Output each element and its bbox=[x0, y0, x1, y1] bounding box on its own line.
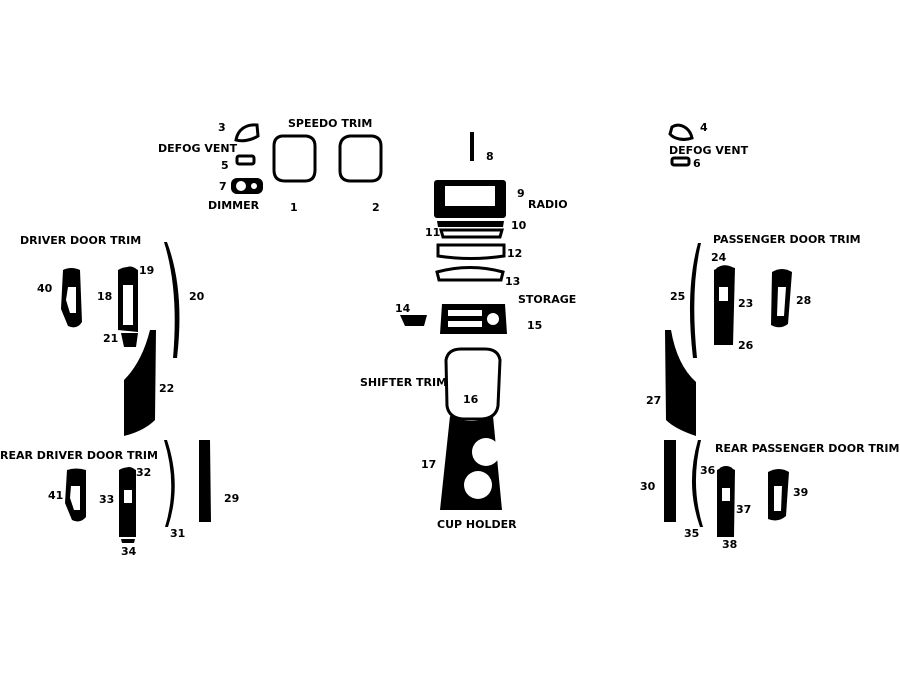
num-2: 2 bbox=[372, 201, 380, 214]
part-2-speedo-trim-right bbox=[338, 134, 383, 183]
part-35-rear-door-strip bbox=[691, 440, 703, 527]
part-31-rear-door-strip bbox=[164, 440, 175, 527]
num-15: 15 bbox=[527, 319, 542, 332]
part-27-door-panel bbox=[665, 330, 696, 436]
num-8: 8 bbox=[486, 150, 494, 163]
num-6: 6 bbox=[693, 157, 701, 170]
num-19: 19 bbox=[139, 264, 154, 277]
num-29: 29 bbox=[224, 492, 239, 505]
part-21-lower-handle bbox=[121, 333, 138, 347]
num-36: 36 bbox=[700, 464, 716, 477]
label-dimmer: DIMMER bbox=[208, 199, 260, 212]
part-1-speedo-trim-left bbox=[272, 134, 317, 183]
part-37-rear-handle-trim bbox=[717, 467, 735, 537]
part-17-cup-holder-trim bbox=[440, 416, 502, 510]
part-36-rear-handle-accent bbox=[719, 466, 733, 470]
num-13: 13 bbox=[505, 275, 520, 288]
num-41: 41 bbox=[48, 489, 63, 502]
label-passenger-door-trim: PASSENGER DOOR TRIM bbox=[713, 233, 861, 246]
num-17: 17 bbox=[421, 458, 436, 471]
part-8-center-strip bbox=[470, 132, 474, 161]
label-shifter-trim: SHIFTER TRIM bbox=[360, 376, 447, 389]
part-15-storage-bezel bbox=[440, 304, 507, 334]
part-6-vent-piece bbox=[670, 156, 691, 167]
part-7-dimmer bbox=[231, 178, 263, 194]
part-9-radio-bezel bbox=[434, 180, 506, 218]
part-33-rear-handle-trim bbox=[119, 467, 136, 537]
part-16-shifter-trim bbox=[444, 347, 502, 421]
num-40: 40 bbox=[37, 282, 53, 295]
num-3: 3 bbox=[218, 121, 226, 134]
num-37: 37 bbox=[736, 503, 751, 516]
num-23: 23 bbox=[738, 297, 753, 310]
part-23-door-handle-trim bbox=[714, 266, 735, 345]
part-22-door-panel bbox=[124, 330, 156, 436]
num-11: 11 bbox=[425, 226, 440, 239]
part-39-rear-switch-trim bbox=[768, 469, 789, 521]
num-33: 33 bbox=[99, 493, 114, 506]
num-28: 28 bbox=[796, 294, 811, 307]
num-18: 18 bbox=[97, 290, 112, 303]
num-12: 12 bbox=[507, 247, 522, 260]
label-driver-door-trim: DRIVER DOOR TRIM bbox=[20, 234, 141, 247]
num-35: 35 bbox=[684, 527, 699, 540]
num-20: 20 bbox=[189, 290, 205, 303]
part-25-door-strip bbox=[689, 243, 701, 358]
part-12-climate-bezel bbox=[436, 243, 506, 260]
label-rear-passenger-door-trim: REAR PASSENGER DOOR TRIM bbox=[715, 442, 899, 455]
part-30-rear-door-panel bbox=[664, 440, 676, 522]
num-14: 14 bbox=[395, 302, 411, 315]
part-28-window-switch-trim bbox=[771, 269, 792, 328]
label-defog-vent-right: DEFOG VENT bbox=[669, 144, 749, 157]
num-25: 25 bbox=[670, 290, 685, 303]
part-41-rear-switch-trim bbox=[65, 468, 86, 522]
part-13-lower-bezel bbox=[435, 266, 505, 282]
num-24: 24 bbox=[711, 251, 727, 264]
part-24-handle-accent bbox=[716, 265, 733, 270]
num-30: 30 bbox=[640, 480, 656, 493]
part-29-rear-door-panel bbox=[199, 440, 211, 522]
label-storage: STORAGE bbox=[518, 293, 576, 306]
num-1: 1 bbox=[290, 201, 298, 214]
label-cup-holder: CUP HOLDER bbox=[437, 518, 517, 531]
part-18-door-handle-trim bbox=[118, 267, 138, 332]
num-7: 7 bbox=[219, 180, 227, 193]
num-34: 34 bbox=[121, 545, 137, 558]
label-speedo-trim: SPEEDO TRIM bbox=[288, 117, 372, 130]
num-9: 9 bbox=[517, 187, 525, 200]
num-27: 27 bbox=[646, 394, 661, 407]
part-10-radio-trim bbox=[437, 221, 504, 227]
num-39: 39 bbox=[793, 486, 808, 499]
part-40-window-switch-trim bbox=[61, 268, 82, 328]
num-22: 22 bbox=[159, 382, 174, 395]
part-20-door-strip bbox=[164, 242, 180, 358]
num-32: 32 bbox=[136, 466, 151, 479]
part-32-rear-handle-accent bbox=[123, 467, 135, 471]
part-5-vent-piece bbox=[235, 154, 256, 166]
part-19-handle-accent bbox=[123, 266, 137, 271]
part-3-defog-vent-left bbox=[234, 123, 260, 143]
num-10: 10 bbox=[511, 219, 527, 232]
num-21: 21 bbox=[103, 332, 118, 345]
num-4: 4 bbox=[700, 121, 708, 134]
part-34-rear-lower-piece bbox=[121, 539, 135, 543]
num-16: 16 bbox=[463, 393, 479, 406]
label-radio: RADIO bbox=[528, 198, 568, 211]
part-4-defog-vent-right bbox=[668, 123, 694, 141]
num-5: 5 bbox=[221, 159, 229, 172]
part-11-control-strip bbox=[439, 228, 504, 239]
label-defog-vent-left: DEFOG VENT bbox=[158, 142, 238, 155]
label-rear-driver-door-trim: REAR DRIVER DOOR TRIM bbox=[0, 449, 158, 462]
num-38: 38 bbox=[722, 538, 737, 551]
num-26: 26 bbox=[738, 339, 754, 352]
part-14-storage-piece bbox=[400, 315, 427, 326]
num-31: 31 bbox=[170, 527, 185, 540]
